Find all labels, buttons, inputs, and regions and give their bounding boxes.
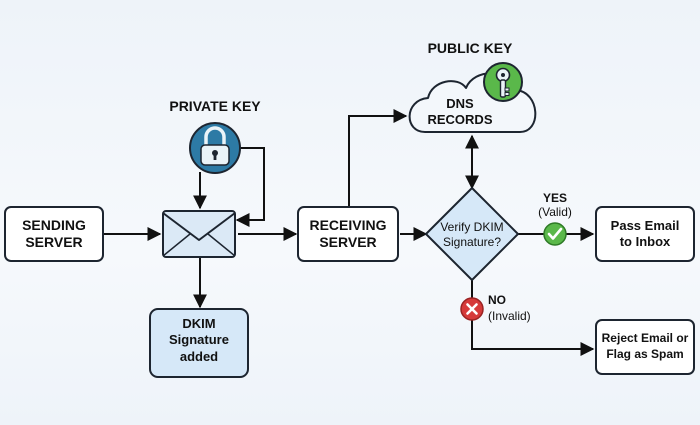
envelope-icon: [162, 210, 236, 258]
arrow-receiving-to-dns: [348, 109, 408, 206]
no-label: NO: [488, 293, 506, 307]
dns-records-line-2: RECORDS: [427, 111, 493, 127]
pass-label: Pass Email to Inbox: [596, 218, 694, 251]
reject-box: [595, 319, 695, 375]
yes-label: YES: [542, 191, 567, 205]
sending-server-box: [4, 206, 104, 262]
verify-line-1: Verify DKIM: [440, 220, 504, 234]
key-icon: [483, 62, 523, 102]
reject-line-2: Flag as Spam: [606, 346, 684, 361]
pass-line-1: Pass Email: [610, 218, 680, 233]
verify-diamond: [425, 187, 519, 281]
padlock-icon: [189, 122, 241, 174]
no-sub-label: (Invalid): [488, 309, 531, 323]
pass-box: [595, 206, 695, 262]
sending-server-line-2: SERVER: [25, 233, 83, 250]
dns-records-line-1: DNS: [446, 96, 474, 111]
verify-label: Verify DKIM Signature?: [430, 220, 514, 250]
public-key-label: PUBLIC KEY: [427, 40, 513, 56]
dkim-signature-label: DKIM Signature added: [150, 316, 248, 365]
receiving-server-line-2: SERVER: [319, 233, 377, 250]
receiving-server-line-1: RECEIVING: [309, 217, 387, 233]
dkim-signature-line-2: Signature: [169, 332, 229, 348]
reject-line-1: Reject Email or: [601, 331, 689, 345]
sending-server-label: SENDING SERVER: [5, 217, 103, 251]
pass-line-2: to Inbox: [619, 234, 671, 250]
sending-server-line-1: SENDING: [22, 217, 86, 233]
dkim-signature-box: [149, 308, 249, 378]
dkim-signature-line-3: added: [179, 348, 219, 364]
receiving-server-box: [297, 206, 399, 262]
dns-records-label: DNS RECORDS: [420, 96, 500, 127]
dkim-signature-line-1: DKIM: [182, 316, 216, 331]
arrow-lock-loop: [230, 147, 265, 227]
check-icon: [543, 222, 567, 246]
private-key-label: PRIVATE KEY: [169, 98, 261, 114]
reject-label: Reject Email or Flag as Spam: [596, 331, 694, 362]
receiving-server-label: RECEIVING SERVER: [298, 217, 398, 251]
verify-line-2: Signature?: [442, 235, 502, 249]
yes-sub-label: (Valid): [538, 205, 572, 219]
cross-icon: [460, 297, 484, 321]
